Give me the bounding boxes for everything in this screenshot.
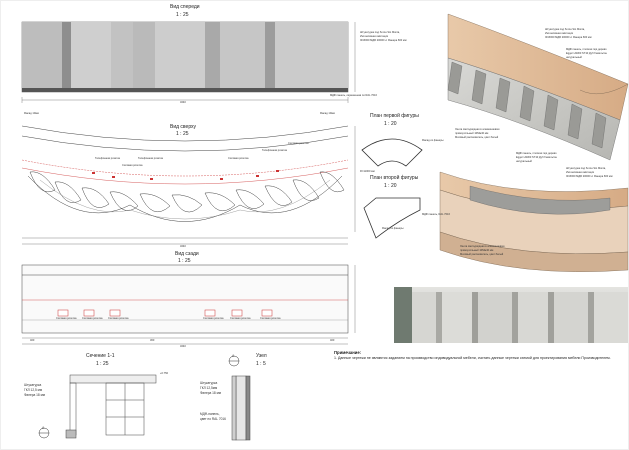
iso-label-c2-2: прямоугольный 10Мм40 мм bbox=[460, 249, 494, 252]
back-socket-label-4: Силовая розетка bbox=[203, 317, 224, 320]
top-right-label: Фасад 10мм bbox=[320, 112, 335, 115]
back-view-title: Вид сзади bbox=[175, 251, 199, 257]
back-view-scale: 1 : 25 bbox=[178, 258, 191, 264]
iso-label-c3-2: Матовый рассеиватель, цвет белый bbox=[460, 253, 504, 256]
iso-label-b1-2: МДФ панель, плоская под дерево bbox=[516, 152, 557, 155]
node-label-4: МДФ-панель, bbox=[200, 412, 220, 416]
top-view-scale: 1 : 25 bbox=[176, 131, 189, 137]
plan1-label: Фасад из фанеры bbox=[422, 139, 444, 142]
plan2-title: План второй фигуры bbox=[370, 175, 419, 181]
section-height: +0.750 bbox=[160, 372, 169, 375]
back-socket-label-5: Силовая розетка bbox=[230, 317, 251, 320]
front-plaster-label-3: ЗОЗ000 МДФ 20000 Н. Фанера 600 мм bbox=[360, 39, 407, 42]
plan-second-figure bbox=[363, 197, 421, 239]
front-view-scale: 1 : 25 bbox=[176, 12, 189, 18]
iso-label-c1: Лента светодиодная в алюминиевом bbox=[455, 128, 500, 131]
plan2-mdf-label: МДФ панель, RAL 7016 bbox=[422, 213, 450, 216]
section-label-1: Штукатурка bbox=[24, 383, 42, 387]
notes-header: Примечание: bbox=[334, 350, 362, 355]
iso-label-a2: Интенсивная имитация bbox=[545, 32, 574, 35]
top-socket-label-3: Телефонная розетка bbox=[138, 157, 163, 160]
top-width-dim: 3240 bbox=[180, 245, 186, 248]
front-plaster-label-2: Интенсивная имитация bbox=[360, 35, 389, 38]
plan-first-figure bbox=[361, 138, 423, 167]
back-view-drawing bbox=[21, 264, 356, 345]
node-scale: 1 : 5 bbox=[256, 361, 266, 367]
node-label-3: Фанера 18 мм bbox=[200, 391, 221, 395]
iso-label-a1-2: Штукатурка под бетон Sto Monta, bbox=[566, 167, 606, 170]
section-label-3: Фанера 18 мм bbox=[24, 393, 45, 397]
top-socket-label-1: Телефонная розетка bbox=[95, 157, 120, 160]
top-socket-label-4: Силовая розетка bbox=[228, 157, 249, 160]
top-socket-label-2: Силовая розетка bbox=[122, 164, 143, 167]
plan2-scale: 1 : 20 bbox=[384, 183, 397, 189]
section-marker-letter: A bbox=[42, 426, 45, 430]
section-label-2: ГКЛ 12,5 мм bbox=[24, 388, 43, 392]
top-view-sockets bbox=[92, 170, 279, 180]
section-scale: 1 : 25 bbox=[96, 361, 109, 367]
iso-label-b3: натуральный bbox=[566, 56, 582, 59]
top-left-label: Фасад 10мм bbox=[24, 112, 39, 115]
iso-label-b2-2: Egger H3303 ST10 Дуб Гамильтон bbox=[516, 156, 557, 159]
isometric-view-bottom bbox=[439, 171, 629, 272]
node-label-5: цвет по RAL 7016 bbox=[200, 417, 226, 421]
section-drawing bbox=[65, 374, 157, 439]
back-socket-label-1: Силовая розетка bbox=[56, 317, 77, 320]
iso-label-c2: прямоугольный 10Мм40 мм bbox=[455, 132, 489, 135]
isometric-view-top bbox=[447, 13, 629, 161]
front-view-title: Вид спереди bbox=[170, 4, 200, 10]
front-mdf-label: МДФ панель, окрашенная по RAL 7016 bbox=[330, 94, 377, 97]
node-drawing bbox=[231, 375, 251, 441]
back-socket-label-2: Силовая розетка bbox=[82, 317, 103, 320]
plan2-label: Фасад из фанеры bbox=[382, 227, 404, 230]
top-view-title: Вид сверху bbox=[170, 124, 197, 130]
plan1-title: План первой фигуры bbox=[370, 113, 419, 119]
front-plaster-label: Штукатурка под бетон Sto Monta, bbox=[360, 31, 400, 34]
node-marker-letter: A bbox=[232, 354, 235, 358]
iso-label-a3: ЗОЗ000 МДФ 20000 Н. Фанера 600 мм bbox=[545, 36, 592, 39]
node-title: Узел bbox=[256, 353, 267, 359]
node-label-1: Штукатурка bbox=[200, 381, 218, 385]
iso-label-a3-2: ЗОЗ000 МДФ 20000 Н. Фанера 600 мм bbox=[566, 175, 613, 178]
node-marker bbox=[228, 355, 240, 367]
back-socket-label-6: Силовая розетка bbox=[260, 317, 281, 320]
node-label-2: ГКЛ 12,5мм bbox=[200, 386, 218, 390]
back-width-dim: 3240 bbox=[180, 345, 186, 348]
plan1-scale: 1 : 20 bbox=[384, 121, 397, 127]
top-socket-label-5: Телефонная розетка bbox=[262, 149, 287, 152]
top-socket-label-6: Силовая розетка bbox=[288, 142, 309, 145]
back-socket-label-3: Силовая розетка bbox=[108, 317, 129, 320]
iso-label-a2-2: Интенсивная имитация bbox=[566, 171, 595, 174]
iso-label-c3: Матовый рассеиватель, цвет белый bbox=[455, 136, 499, 139]
iso-label-b3-2: натуральный bbox=[516, 160, 532, 163]
notes-body: 1. Данные чертежи не являются заданием н… bbox=[334, 356, 611, 360]
iso-label-b2: Egger H3303 ST10 Дуб Гамильтон bbox=[566, 52, 607, 55]
front-view-drawing bbox=[21, 21, 356, 103]
top-view-drawing bbox=[21, 125, 356, 245]
back-dim-2: 300 bbox=[150, 339, 155, 342]
section-title: Сечение 1-1 bbox=[86, 353, 115, 359]
reference-photo bbox=[394, 287, 628, 343]
iso-label-a1: Штукатурка под бетон Sto Monta, bbox=[545, 28, 585, 31]
back-dim-3: 400 bbox=[330, 339, 335, 342]
plan1-radius: R=11000 мм bbox=[360, 170, 375, 173]
iso-label-b1: МДФ панель, плоская под дерево bbox=[566, 48, 607, 51]
iso-label-c1-2: Лента светодиодная в алюминиевом bbox=[460, 245, 505, 248]
back-dim-1: 400 bbox=[30, 339, 35, 342]
back-view-sockets bbox=[57, 309, 273, 317]
section-marker bbox=[38, 427, 50, 439]
front-width-dim: 3240 bbox=[180, 101, 186, 104]
